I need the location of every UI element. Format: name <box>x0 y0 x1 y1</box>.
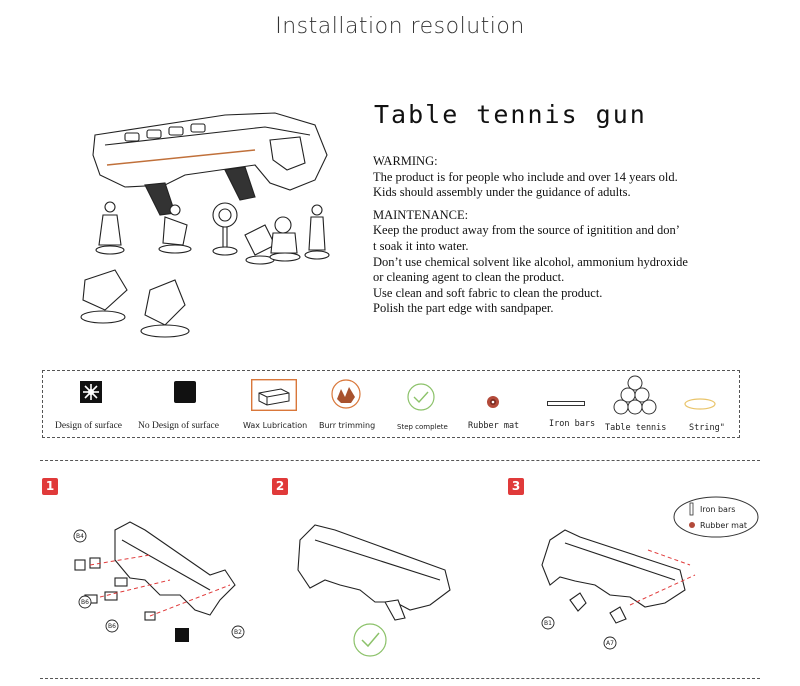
rubber-mat-icon <box>689 522 695 528</box>
maintenance-line: t soak it into water. <box>373 238 469 253</box>
legend-label: String" <box>689 423 725 433</box>
callout-rubber-mat: Rubber mat <box>700 521 747 530</box>
step-1-badge: 1 <box>42 478 58 495</box>
maintenance-line: Don’t use chemical solvent like alcohol,… <box>373 254 688 269</box>
legend-design-surface: Design of surface <box>55 371 125 437</box>
warning-line: Kids should assembly under the guidance … <box>373 185 631 200</box>
check-icon <box>407 383 435 411</box>
no-design-surface-icon <box>174 381 196 403</box>
legend-label: No Design of surface <box>138 421 219 431</box>
burr-trimming-icon <box>331 379 361 409</box>
table-tennis-balls-icon <box>613 375 657 415</box>
legend-no-design-surface: No Design of surface <box>138 371 223 437</box>
symbol-legend: Design of surface No Design of surface W… <box>42 370 740 438</box>
part-label: A7 <box>606 640 614 647</box>
step-3-badge: 3 <box>508 478 524 495</box>
legend-label: Design of surface <box>55 421 123 431</box>
iron-bars-icon <box>689 502 694 516</box>
product-notes: WARMING: The product is for people who i… <box>373 154 773 317</box>
maintenance-heading: MAINTENANCE: <box>373 207 469 222</box>
part-label: B6 <box>81 599 89 606</box>
page-title: Installation resolution <box>275 14 525 39</box>
product-title: Table tennis gun <box>374 100 647 129</box>
legend-step-complete: Step complete <box>395 371 450 437</box>
legend-rubber-mat: Rubber mat <box>468 371 528 437</box>
legend-wax-lubrication: Wax Lubrication <box>239 371 309 437</box>
design-surface-icon <box>80 381 102 403</box>
maintenance-line: Polish the part edge with sandpaper. <box>373 301 554 316</box>
wax-lubrication-icon <box>251 379 297 411</box>
rubber-mat-icon <box>487 396 499 408</box>
string-icon <box>684 398 716 410</box>
part-label: B1 <box>544 620 552 627</box>
legend-string: String" <box>681 371 731 437</box>
legend-label: Step complete <box>397 423 448 431</box>
section-divider <box>40 678 760 679</box>
part-label: B4 <box>76 533 84 540</box>
legend-label: Rubber mat <box>468 421 520 431</box>
callout-iron-bars: Iron bars <box>700 505 735 514</box>
part-label: B6 <box>108 623 116 630</box>
iron-bars-icon <box>547 401 585 406</box>
section-divider <box>40 460 760 461</box>
warning-line: The product is for people who include an… <box>373 169 678 184</box>
legend-table-tennis: Table tennis <box>605 371 667 437</box>
parts-callout <box>673 496 759 538</box>
legend-iron-bars: Iron bars <box>543 371 596 437</box>
step-2-diagram <box>297 524 451 657</box>
legend-label: Iron bars <box>549 419 596 429</box>
step-3-diagram: Iron bars Rubber mat B1 A7 <box>541 496 759 650</box>
part-label: B2 <box>234 629 242 636</box>
maintenance-line: Use clean and soft fabric to clean the p… <box>373 285 603 300</box>
warning-heading: WARMING: <box>373 154 438 168</box>
legend-label: Table tennis <box>605 423 667 433</box>
maintenance-line: or cleaning agent to clean the product. <box>373 270 565 285</box>
legend-label: Wax Lubrication <box>243 421 308 430</box>
maintenance-line: Keep the product away from the source of… <box>373 223 680 238</box>
legend-burr-trimming: Burr trimming <box>319 371 379 437</box>
step-complete-icon <box>353 623 387 657</box>
step-1-diagram: B4 B6 B6 B2 <box>73 521 245 642</box>
legend-label: Burr trimming <box>319 421 376 430</box>
step-2-badge: 2 <box>272 478 288 495</box>
product-illustration <box>80 112 330 338</box>
